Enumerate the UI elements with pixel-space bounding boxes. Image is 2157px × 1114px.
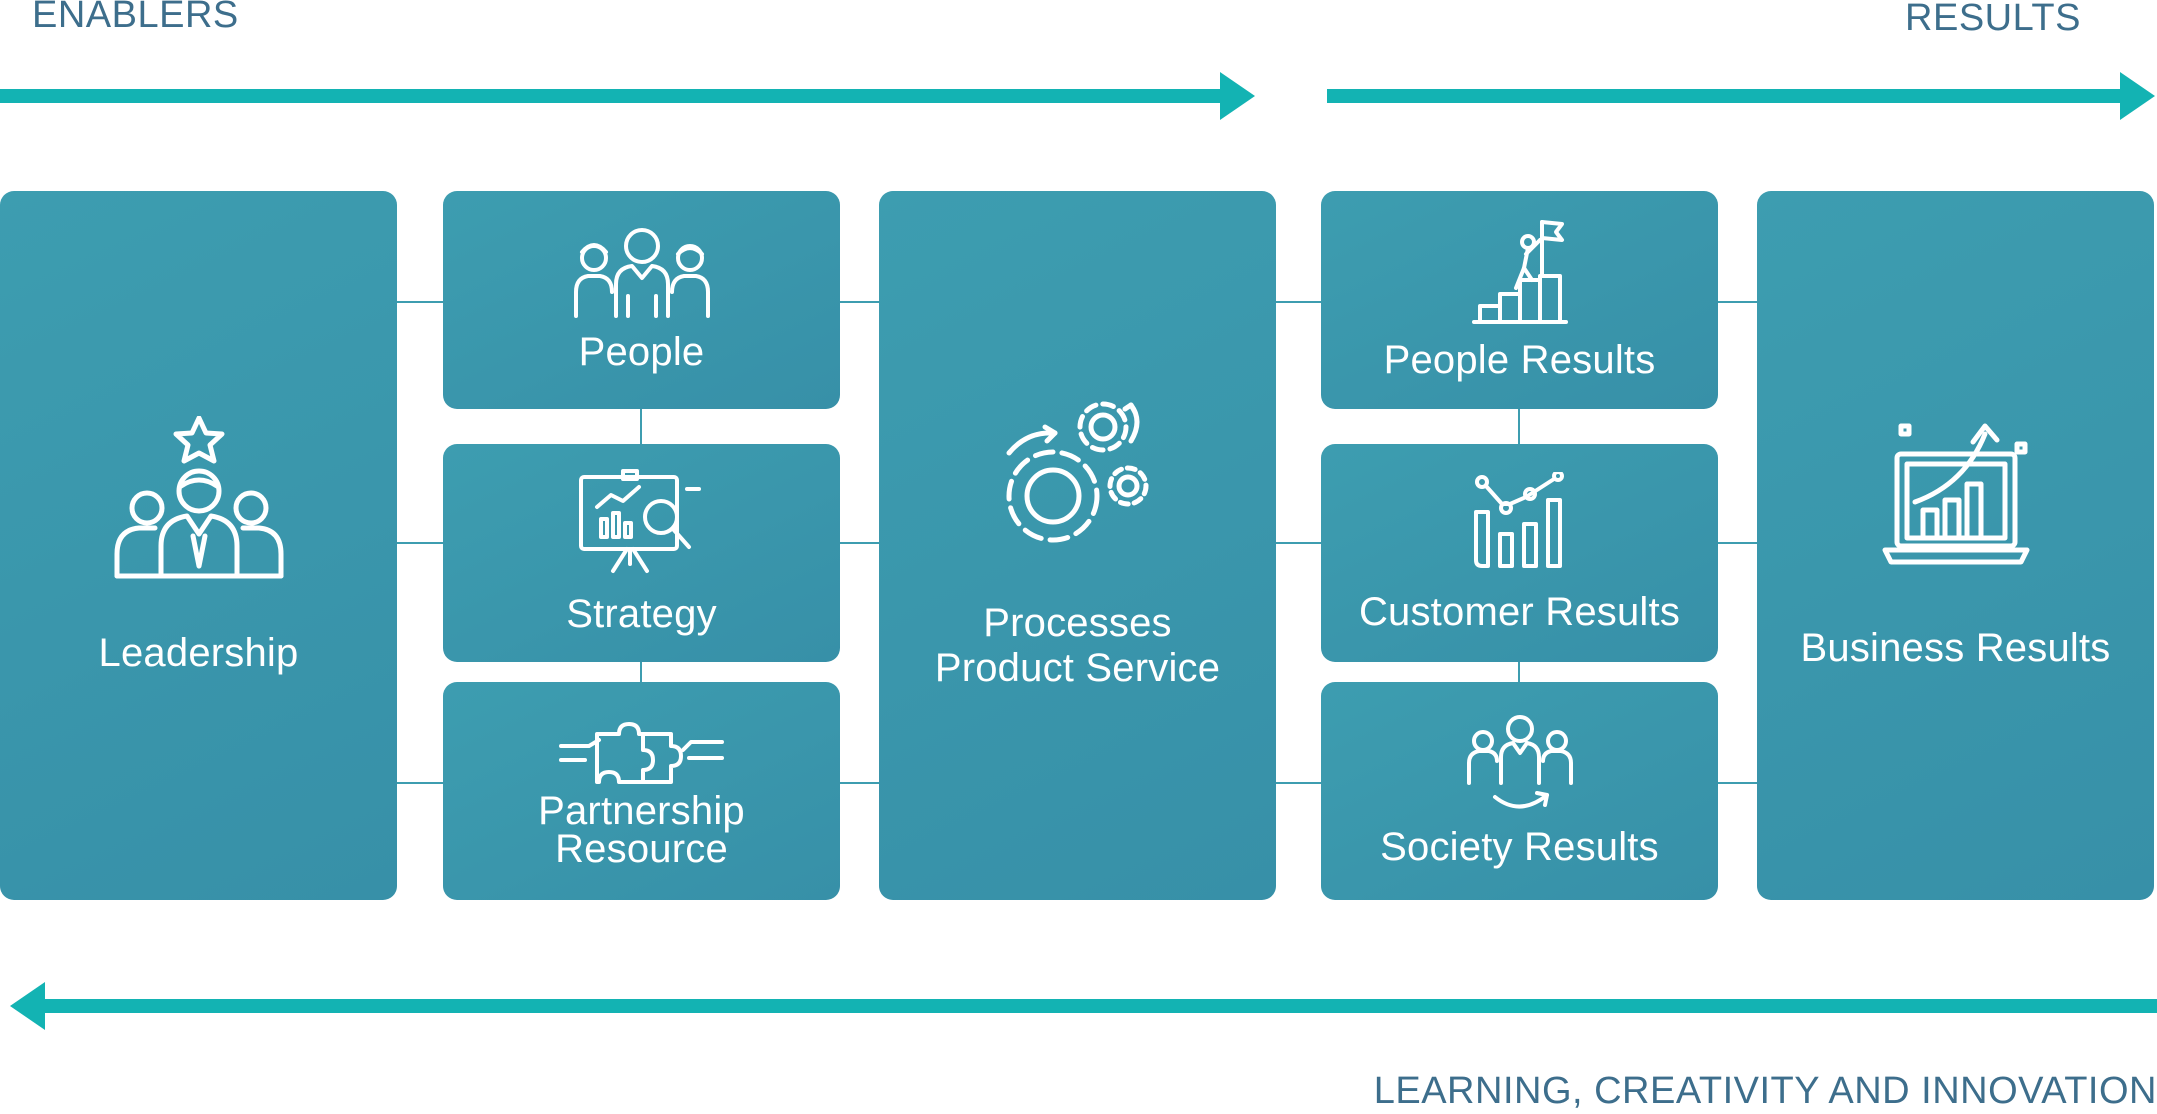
connector-v — [1518, 409, 1520, 444]
leadership-icon — [114, 415, 283, 579]
climbing-flag-icon — [1471, 219, 1568, 324]
connector-h — [1718, 301, 1757, 303]
connector-v — [1518, 662, 1520, 682]
customer-results-box: Customer Results — [1321, 444, 1718, 662]
growth-chart-icon — [1473, 471, 1564, 568]
community-icon — [1466, 714, 1573, 809]
connector-h — [397, 542, 443, 544]
processes-label: Processes Product Service — [934, 600, 1221, 690]
people-label: People — [578, 329, 705, 374]
connector-h — [1718, 542, 1757, 544]
results-arrow — [1327, 72, 2155, 120]
connector-h — [840, 782, 879, 784]
learning-arrow — [10, 982, 2157, 1030]
business-results-label: Business Results — [1800, 626, 2111, 671]
people-results-box: People Results — [1321, 191, 1718, 409]
partnership-resource-box: Partnership Resource — [443, 682, 840, 900]
connector-h — [397, 782, 443, 784]
people-group-icon — [573, 227, 710, 318]
connector-v — [640, 662, 642, 682]
enablers-heading: ENABLERS — [32, 0, 239, 36]
connector-h — [397, 301, 443, 303]
leadership-label: Leadership — [98, 630, 299, 675]
partnership-resource-label: Partnership Resource — [538, 789, 745, 871]
strategy-presentation-icon — [578, 469, 701, 574]
connector-h — [1718, 782, 1757, 784]
connector-h — [840, 301, 879, 303]
business-results-box: Business Results — [1757, 191, 2154, 900]
connector-h — [1276, 542, 1321, 544]
enablers-arrow — [0, 72, 1255, 120]
strategy-box: Strategy — [443, 444, 840, 662]
connector-h — [1276, 782, 1321, 784]
results-heading: RESULTS — [1905, 0, 2081, 39]
gears-icon — [1006, 401, 1148, 543]
people-results-label: People Results — [1383, 337, 1656, 382]
connector-h — [840, 542, 879, 544]
customer-results-label: Customer Results — [1358, 589, 1681, 634]
connector-v — [640, 409, 642, 444]
connector-h — [1276, 301, 1321, 303]
people-box: People — [443, 191, 840, 409]
laptop-growth-icon — [1882, 423, 2029, 565]
puzzle-handshake-icon — [559, 722, 724, 784]
society-results-box: Society Results — [1321, 682, 1718, 900]
learning-heading: LEARNING, CREATIVITY AND INNOVATION — [1373, 1070, 2157, 1112]
leadership-box: Leadership — [0, 191, 397, 900]
processes-box: Processes Product Service — [879, 191, 1276, 900]
society-results-label: Society Results — [1380, 824, 1659, 869]
strategy-label: Strategy — [566, 592, 717, 637]
